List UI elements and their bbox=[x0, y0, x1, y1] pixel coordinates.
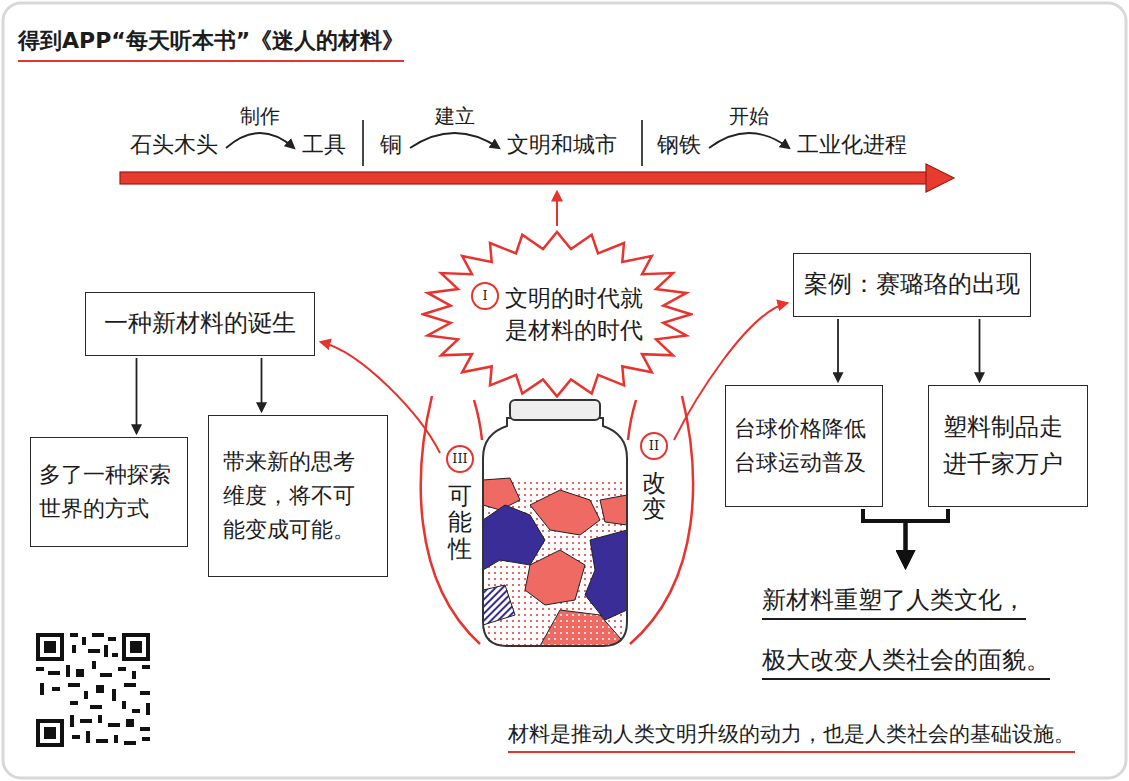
node-text: 带来新的思考维度，将不可能变成可能。 bbox=[223, 445, 373, 547]
effect-box: 塑料制品走进千家万户 bbox=[928, 385, 1088, 507]
node-text: 新材料重塑了人类文化， 极大改变人类社会的面貌。 bbox=[762, 570, 1062, 690]
connector bbox=[906, 509, 949, 564]
timeline-item: 文明和城市 bbox=[505, 130, 619, 160]
edge-label: 开始 bbox=[727, 104, 771, 128]
band-line bbox=[474, 400, 482, 440]
connector bbox=[226, 133, 294, 148]
node-text: 塑料制品走进千家万户 bbox=[943, 409, 1073, 483]
node-text: 工具 bbox=[300, 130, 348, 160]
page-frame bbox=[3, 3, 1126, 778]
callout-number: III bbox=[446, 445, 474, 473]
page-title: 得到APP“每天听本书”《迷人的材料》 bbox=[18, 26, 404, 62]
starburst-theme: I文明的时代就是材料的时代 bbox=[421, 230, 693, 398]
starburst-shape bbox=[423, 232, 691, 396]
timeline-item: 工具 bbox=[300, 130, 348, 160]
conclusion-text: 新材料重塑了人类文化， 极大改变人类社会的面貌。 bbox=[762, 570, 1062, 690]
connector bbox=[410, 133, 499, 148]
node-text: 台球价格降低 台球运动普及 bbox=[734, 412, 874, 480]
node-text: 案例：赛璐珞的出现 bbox=[804, 266, 1020, 303]
node-text: 铜 bbox=[378, 130, 404, 160]
band-label: II 改变 bbox=[638, 432, 670, 523]
connector bbox=[837, 319, 839, 381]
vertical-label: 改变 bbox=[642, 470, 666, 523]
blue-patch bbox=[585, 530, 627, 620]
connector bbox=[709, 133, 789, 148]
callout-number: II bbox=[640, 432, 668, 460]
timeline-arrow-head bbox=[926, 164, 954, 192]
edge-label: 建立 bbox=[433, 104, 477, 128]
timeline-divider bbox=[641, 120, 643, 166]
node-text: 石头木头 bbox=[128, 130, 220, 160]
red-patch bbox=[525, 550, 585, 605]
timeline-item: 工业化进程 bbox=[795, 130, 909, 160]
band-line bbox=[628, 400, 636, 440]
edge-label: 制作 bbox=[238, 104, 282, 128]
dotted-red-patch bbox=[540, 610, 627, 646]
timeline-item: 铜 bbox=[378, 130, 404, 160]
red-patch bbox=[530, 490, 600, 535]
node-text: 钢铁 bbox=[655, 130, 703, 160]
connector bbox=[863, 509, 906, 564]
connector bbox=[261, 358, 263, 411]
theme-text: 文明的时代就是材料的时代 bbox=[505, 282, 643, 346]
node-text: 多了一种探索世界的方式 bbox=[39, 458, 179, 526]
band-label: III 可能性 bbox=[444, 445, 476, 562]
timeline-divider bbox=[362, 120, 364, 166]
jar-lid bbox=[510, 400, 600, 420]
topic-box: 一种新材料的诞生 bbox=[85, 292, 315, 356]
qr-code bbox=[36, 633, 150, 747]
node-text: 文明和城市 bbox=[505, 130, 619, 160]
callout-number: I bbox=[471, 282, 499, 310]
node-text: 一种新材料的诞生 bbox=[104, 305, 296, 342]
hatched-patch bbox=[483, 585, 515, 625]
jar-body bbox=[483, 418, 627, 646]
red-patch bbox=[483, 478, 520, 510]
node-text: 工业化进程 bbox=[795, 130, 909, 160]
dotted-patch bbox=[483, 480, 627, 650]
result-box: 多了一种探索世界的方式 bbox=[30, 437, 188, 547]
connector bbox=[136, 358, 138, 433]
vertical-label: 可能性 bbox=[448, 483, 472, 562]
effect-box: 台球价格降低 台球运动普及 bbox=[725, 385, 883, 507]
band-line bbox=[630, 396, 693, 644]
connector bbox=[979, 319, 981, 381]
band-line bbox=[421, 396, 480, 644]
red-patch bbox=[600, 495, 627, 525]
starburst-outline bbox=[421, 230, 693, 398]
timeline-bar bbox=[120, 172, 928, 184]
result-box: 带来新的思考维度，将不可能变成可能。 bbox=[208, 415, 388, 577]
jar-contents bbox=[483, 478, 627, 650]
case-box: 案例：赛璐珞的出现 bbox=[793, 253, 1031, 317]
timeline-item: 石头木头 bbox=[128, 130, 220, 160]
blue-patch bbox=[483, 505, 545, 570]
caption: 材料是推动人类文明升级的动力，也是人类社会的基础设施。 bbox=[508, 720, 1075, 753]
up-arrow bbox=[556, 192, 558, 226]
timeline-item: 钢铁 bbox=[655, 130, 703, 160]
